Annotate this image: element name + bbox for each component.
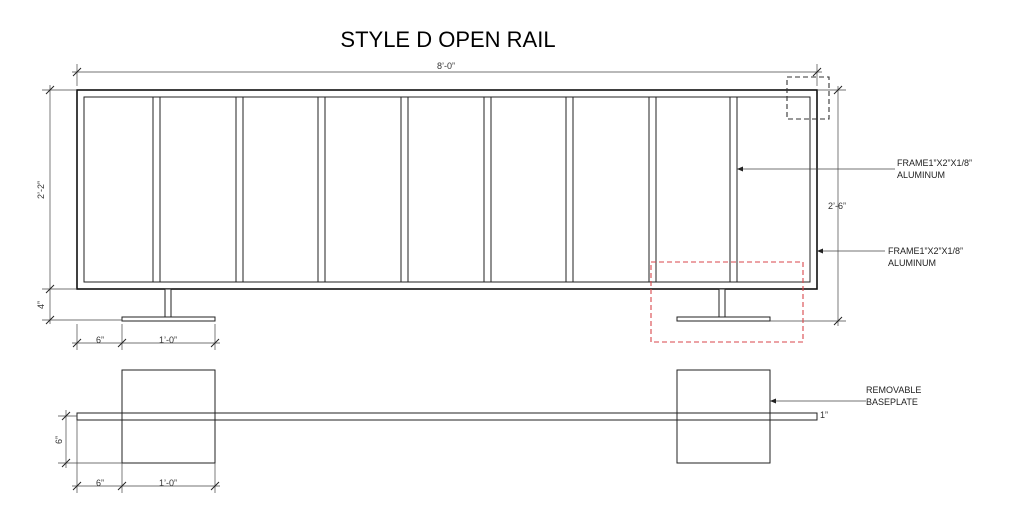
base-gap-label: 4” [36,301,46,309]
plan-width-dimension: 6” [54,410,122,468]
frame-height-label: 2’-2” [36,181,46,199]
post-offset-label: 6” [96,335,104,345]
frame-top-callout-line2: ALUMINUM [897,170,945,180]
pickets [152,96,738,283]
total-height-label: 2’-6” [828,201,846,211]
elevation-base-dimensions: 6” 1’-0” [72,324,220,350]
base-plate-right [676,316,771,322]
picket [729,96,738,283]
base-detail-marker [650,261,804,343]
frame-top-callout-line1: FRAME1”X2”X1/8” [897,158,972,168]
overall-length-label: 8’-0” [437,61,455,71]
plan-post-offset-label: 6” [96,478,104,488]
picket [400,96,409,283]
picket [648,96,657,283]
plan-width-label: 6” [54,436,64,444]
picket [317,96,326,283]
plan-plate-length-label: 1’-0” [159,478,177,488]
right-height-dimension: 2’-6” [770,85,846,326]
bar-thickness-label: 1” [820,410,828,420]
outer-frame [76,89,818,290]
plan-base-dimensions: 6” 1’-0” [72,420,220,493]
picket [235,96,244,283]
baseplate-callout-line2: BASEPLATE [866,397,918,407]
post-left [164,288,172,318]
overall-length-dimension: 8’-0” [72,61,822,86]
frame-side-callout-line2: ALUMINUM [888,258,936,268]
plan-view [76,369,818,464]
corner-detail-marker [786,76,830,120]
left-height-dimensions: 2’-2” 4” [36,85,122,325]
picket [483,96,492,283]
frame-top-callout: FRAME1”X2”X1/8” ALUMINUM [737,158,972,180]
picket [152,96,161,283]
drawing-title: STYLE D OPEN RAIL [340,27,555,52]
plan-base-plate-left [121,369,216,464]
plan-rail-bar [76,412,818,421]
post-right [718,288,726,318]
frame-side-callout: FRAME1”X2”X1/8” ALUMINUM [817,246,963,268]
baseplate-callout: REMOVABLE BASEPLATE [770,385,921,407]
picket [565,96,574,283]
base-plate-left [121,316,216,322]
elevation-view [76,89,818,322]
frame-side-callout-line1: FRAME1”X2”X1/8” [888,246,963,256]
plan-base-plate-right [676,369,771,464]
baseplate-callout-line1: REMOVABLE [866,385,921,395]
plate-length-label: 1’-0” [159,335,177,345]
inner-frame [83,96,811,283]
